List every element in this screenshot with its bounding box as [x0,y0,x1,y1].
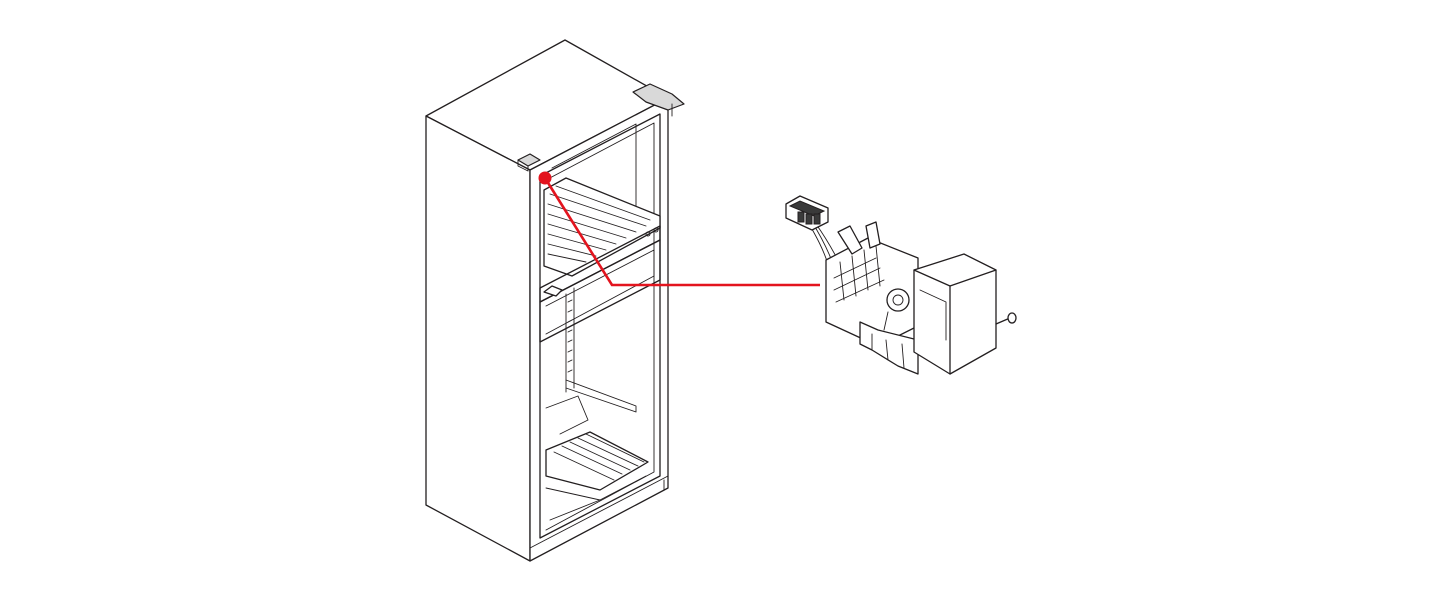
location-dot-icon [538,171,552,185]
freezer-shelf-grille [547,185,651,263]
ice-maker-illustration [785,195,1017,375]
fridge-opening [539,239,661,539]
fridge-side [425,115,531,562]
crisper-shelf [545,431,649,491]
fridge-front [529,97,669,562]
top-hinge [632,83,685,111]
refrigerator-illustration [425,39,685,562]
motor-housing [913,253,997,375]
crisper-grille [553,433,645,481]
fridge-shelf [565,379,637,413]
mounting-screw [995,312,1017,325]
side-latch [543,285,563,297]
wire-connector [785,195,829,231]
top-control [517,153,541,167]
callout-connector [538,171,820,287]
rear-rail-notches [567,299,573,373]
tray-cavities [833,245,885,303]
crisper-cover [545,395,589,435]
